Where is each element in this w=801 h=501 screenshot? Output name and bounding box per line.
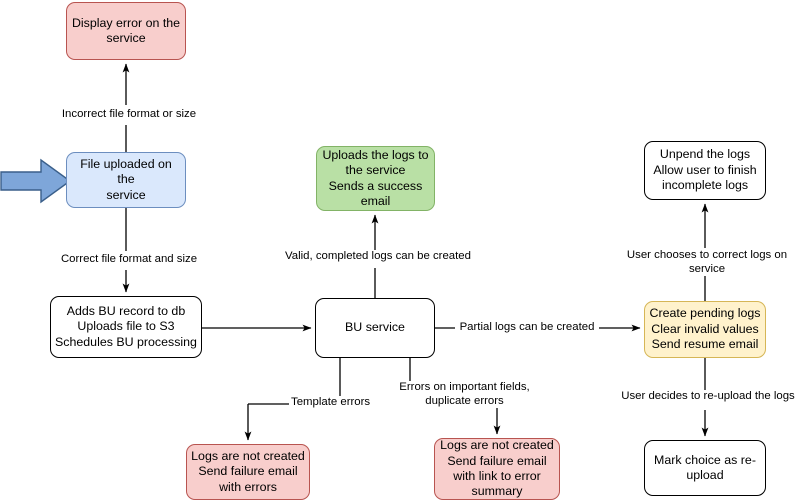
node-logs-not-created-summary[interactable]: Logs are not created Send failure email … [434, 438, 560, 500]
node-mark-choice[interactable]: Mark choice as re- upload [644, 440, 766, 496]
node-uploads-logs[interactable]: Uploads the logs to the service Sends a … [316, 146, 435, 211]
node-file-uploaded[interactable]: File uploaded on the service [66, 152, 186, 208]
node-logs-not-created-errors[interactable]: Logs are not created Send failure email … [186, 444, 310, 500]
entry-block-arrow [0, 158, 72, 204]
edge-label-partial-logs: Partial logs can be created [455, 321, 599, 335]
node-adds-bu-record[interactable]: Adds BU record to db Uploads file to S3 … [50, 296, 202, 358]
node-bu-service[interactable]: BU service [315, 298, 435, 358]
node-create-pending-logs[interactable]: Create pending logs Clear invalid values… [644, 301, 766, 358]
edge-label-user-reuploads: User decides to re-upload the logs [617, 390, 799, 404]
node-display-error[interactable]: Display error on the service [66, 2, 186, 60]
edge-label-important-errors: Errors on important fields, duplicate er… [395, 381, 534, 409]
edge-label-valid-logs: Valid, completed logs can be created [281, 250, 475, 264]
node-unpend-logs[interactable]: Unpend the logs Allow user to finish inc… [644, 141, 766, 200]
edge-label-incorrect-format: Incorrect file format or size [57, 108, 201, 122]
edge-label-user-corrects: User chooses to correct logs on service [608, 249, 801, 277]
edge-label-correct-format: Correct file format and size [57, 253, 201, 267]
edge-label-template-errors: Template errors [289, 396, 383, 410]
